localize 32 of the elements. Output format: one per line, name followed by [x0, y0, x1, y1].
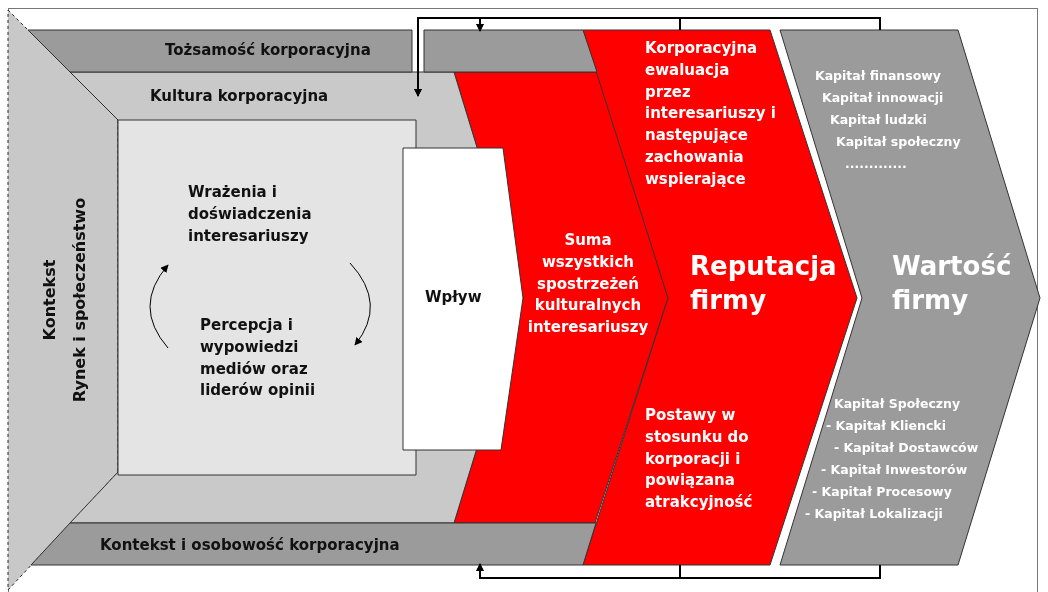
node-label: Wrażenia i doświadczenia interesariuszy: [188, 182, 358, 260]
arrow: [149, 264, 169, 349]
chevron-text: Postawy w stosunku do korporacji i powiązana atrakcyjność: [645, 405, 754, 513]
box-label: Wpływ: [425, 287, 482, 308]
arrow: [476, 563, 681, 579]
process-box: [403, 148, 523, 450]
inner-panel: [118, 120, 416, 475]
chevron-text: Suma wszystkich spostrzeżeń kulturalnych interesariuszy: [526, 230, 650, 338]
list-item: - Kapitał Lokalizacji: [805, 506, 943, 523]
side-label: Kontekst: [40, 259, 60, 341]
list-item: Kapitał społeczny: [836, 134, 961, 151]
list-item: Kapitał innowacji: [822, 90, 944, 107]
band: [28, 30, 597, 72]
band: [31, 523, 596, 565]
list-item: - Kapitał Procesowy: [812, 484, 952, 501]
region: [70, 72, 523, 523]
band-label: Kontekst i osobowość korporacyjna: [100, 535, 400, 556]
list-item: Kapitał finansowy: [815, 68, 941, 85]
list-item: .............: [845, 156, 907, 173]
list-item: Kapitał Społeczny: [834, 396, 961, 413]
list-item: - Kapitał Dostawców: [834, 440, 979, 457]
region-label: Kultura korporacyjna: [150, 86, 329, 107]
list-item: Kapitał ludzki: [830, 112, 927, 129]
chevron-title: Reputacja firmy: [690, 250, 838, 317]
side-label: Rynek i społeczeństwo: [70, 197, 90, 403]
node-label: Percepcja i wypowiedzi mediów oraz liderów opinii: [200, 315, 365, 415]
band-label: Tożsamość korporacyjna: [165, 40, 371, 61]
chevron-title: Wartość firmy: [892, 250, 1013, 317]
arrow: [349, 262, 371, 346]
chevron-text: Korporacyjna ewaluacja przez interesariuszy i następujące zachowania wspierające: [645, 38, 777, 190]
list-item: - Kapitał Kliencki: [826, 418, 946, 435]
list-item: - Kapitał Inwestorów: [821, 462, 968, 479]
